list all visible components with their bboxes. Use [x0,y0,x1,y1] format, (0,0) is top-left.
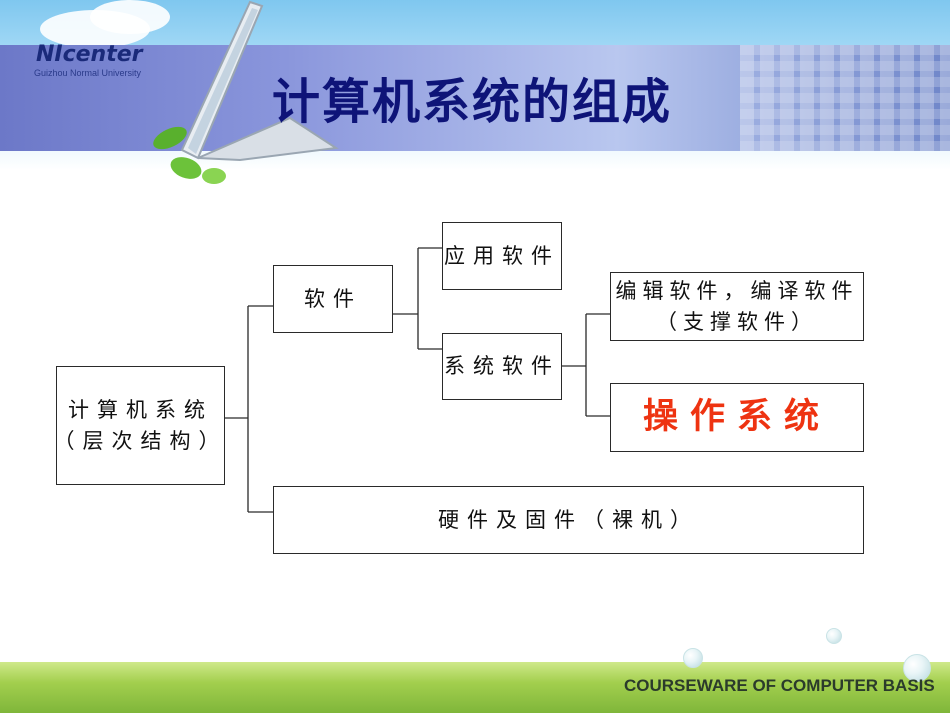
node-application-software-label: 应用软件 [444,243,560,268]
bubble-decoration [826,628,842,644]
node-hardware-firmware: 硬件及固件（裸机） [273,486,864,554]
laptop-image [153,0,339,184]
node-hardware-firmware-label: 硬件及固件（裸机） [438,507,699,532]
logo: NIcenter Guizhou Normal University [22,42,202,90]
bubble-decoration [683,648,703,668]
node-system-software: 系统软件 [442,333,562,400]
footer-course-title: COURSEWARE OF COMPUTER BASIS [624,676,935,695]
node-software: 软件 [273,265,393,333]
node-editing-software: 编辑软件，编译软件 （支撑软件） [610,272,864,341]
slide-title: 计算机系统的组成 [272,74,673,130]
node-computer-system: 计算机系统 （层次结构） [53,366,228,485]
node-operating-system: 操作系统 [610,383,864,452]
node-editing-software-line2: （支撑软件） [656,309,818,334]
node-computer-system-line1: 计算机系统 [68,397,213,422]
node-operating-system-label: 操作系统 [642,397,831,437]
grass-footer-band [0,662,950,713]
node-computer-system-line2: （层次结构） [53,428,228,453]
node-application-software: 应用软件 [442,222,562,290]
title-band [0,45,950,151]
bubble-decoration [903,654,931,682]
node-editing-software-line1: 编辑软件，编译软件 [615,278,859,303]
logo-subtitle: Guizhou Normal University [34,68,142,78]
node-system-software-label: 系统软件 [444,354,560,378]
node-software-label: 软件 [304,286,362,311]
logo-wordmark: NIcenter [36,42,143,67]
keyboard-image [740,45,950,151]
cloud-decoration [90,0,170,34]
